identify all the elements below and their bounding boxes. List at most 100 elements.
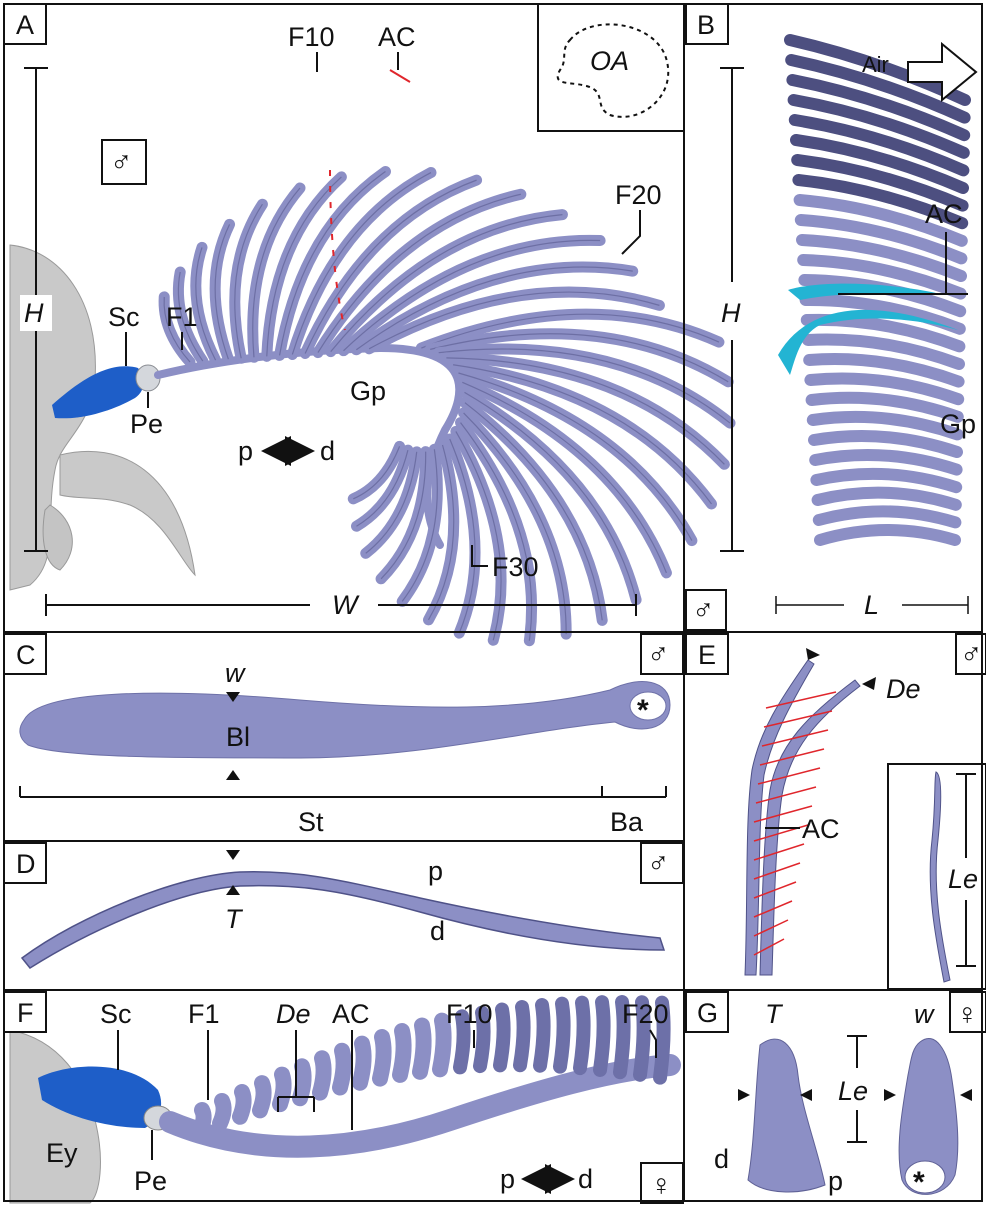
lamella-face-view bbox=[20, 682, 670, 758]
lamellae-female bbox=[170, 1002, 670, 1147]
hatch-line bbox=[756, 787, 816, 803]
male-symbol-c: ♂ bbox=[647, 638, 670, 671]
w-label: W bbox=[332, 590, 360, 620]
hatch-line bbox=[754, 863, 800, 879]
panel-letter-a: A bbox=[16, 10, 34, 40]
l-label: L bbox=[864, 590, 879, 620]
label-air: Air bbox=[862, 52, 889, 77]
panel-e: De AC Le ♂ E bbox=[686, 634, 986, 989]
panel-f: Ey Sc F1 De AC F10 F20 Pe p d ♀ F bbox=[4, 992, 683, 1203]
lamella-f bbox=[440, 1021, 444, 1070]
label-f1-f: F1 bbox=[188, 999, 220, 1029]
label-bl: Bl bbox=[226, 722, 250, 752]
lamella-f bbox=[360, 1044, 364, 1083]
lamella-f bbox=[400, 1031, 404, 1075]
lamella-f bbox=[560, 1004, 564, 1067]
label-ac-f: AC bbox=[332, 999, 370, 1029]
label-d-d: d bbox=[430, 916, 445, 946]
panel-letter-c: C bbox=[16, 640, 36, 670]
label-d-a: d bbox=[320, 436, 335, 466]
lamella-f bbox=[580, 1003, 584, 1068]
h-label-a: H bbox=[24, 298, 44, 328]
lamella-f bbox=[600, 1002, 604, 1070]
label-ac-e: AC bbox=[802, 814, 840, 844]
lamella-f bbox=[260, 1083, 264, 1110]
air-arrow bbox=[908, 44, 976, 100]
label-f1-a: F1 bbox=[166, 302, 198, 332]
female-symbol-g: ♀ bbox=[956, 998, 979, 1031]
lamellae-fan bbox=[164, 172, 730, 641]
panel-g: * T w Le d p ♀ G bbox=[686, 992, 986, 1199]
lamella-f bbox=[220, 1101, 224, 1123]
label-ey: Ey bbox=[46, 1138, 78, 1168]
lamella-side bbox=[819, 511, 956, 522]
label-f20-f: F20 bbox=[622, 999, 669, 1029]
label-d-f: d bbox=[578, 1164, 593, 1194]
label-t-g: T bbox=[765, 999, 784, 1029]
label-f10-a: F10 bbox=[288, 22, 335, 52]
lamella-f bbox=[380, 1037, 384, 1079]
label-gp-b: Gp bbox=[940, 409, 976, 439]
w-arrow-left-g bbox=[884, 1089, 896, 1101]
lamella-f bbox=[340, 1051, 344, 1088]
de-arrow-top bbox=[806, 648, 820, 660]
lamella-side bbox=[816, 474, 956, 487]
male-symbol-b: ♂ bbox=[692, 594, 715, 627]
lamella-f bbox=[540, 1005, 544, 1066]
label-f20-a: F20 bbox=[615, 180, 662, 210]
t-arrow-top bbox=[226, 850, 240, 860]
label-st: St bbox=[298, 807, 324, 837]
label-t-d: T bbox=[225, 904, 244, 934]
label-w-g: w bbox=[914, 999, 935, 1029]
label-f30-a: F30 bbox=[492, 552, 539, 582]
socket-g bbox=[905, 1161, 945, 1193]
label-p-a: p bbox=[238, 436, 253, 466]
label-pe-a: Pe bbox=[130, 409, 163, 439]
t-arrow-left-g bbox=[738, 1089, 750, 1101]
panel-b: Air AC Gp H L ♂ B bbox=[686, 4, 976, 630]
w-arrow-bottom bbox=[226, 770, 240, 780]
label-p-f: p bbox=[500, 1164, 515, 1194]
panel-letter-e: E bbox=[698, 640, 716, 670]
label-sc-a: Sc bbox=[108, 302, 140, 332]
lamella-f bbox=[300, 1066, 304, 1098]
female-symbol-f: ♀ bbox=[650, 1169, 673, 1202]
lamella-f bbox=[200, 1110, 204, 1130]
leader-f20-f bbox=[650, 1030, 656, 1058]
mandible bbox=[60, 451, 195, 575]
panel-c: * w Bl St Ba ♂ C bbox=[4, 634, 683, 837]
panel-letter-b: B bbox=[697, 10, 715, 40]
label-sc-f: Sc bbox=[100, 999, 132, 1029]
panel-d: T p d ♂ D bbox=[4, 843, 683, 968]
lamella-side bbox=[815, 455, 956, 470]
label-f10-f: F10 bbox=[446, 999, 493, 1029]
lamella-side-view bbox=[22, 872, 664, 968]
palp bbox=[43, 505, 72, 570]
label-ac-a: AC bbox=[378, 22, 416, 52]
label-de-f: De bbox=[276, 999, 311, 1029]
oa-label: OA bbox=[590, 46, 629, 76]
label-gp-a: Gp bbox=[350, 376, 386, 406]
lamella-f bbox=[280, 1075, 284, 1105]
label-le-g: Le bbox=[838, 1076, 868, 1106]
lamella-side bbox=[820, 530, 955, 540]
label-ba: Ba bbox=[610, 807, 644, 837]
panel-a: OA ♂ H W F10 AC F20 F1 Sc Pe Gp F30 p d bbox=[4, 4, 730, 641]
male-symbol-d: ♂ bbox=[647, 847, 670, 880]
label-ac-b: AC bbox=[925, 199, 963, 229]
lamella-f bbox=[420, 1026, 424, 1072]
lamella-side bbox=[818, 493, 956, 505]
lamella-f bbox=[500, 1010, 504, 1066]
label-w-c: w bbox=[225, 658, 246, 688]
label-p-d: p bbox=[428, 856, 443, 886]
de-arrow-bottom bbox=[862, 677, 876, 690]
label-de-e: De bbox=[886, 674, 921, 704]
panel-letter-f: F bbox=[17, 998, 34, 1028]
male-symbol-e: ♂ bbox=[960, 638, 983, 671]
w-arrow-right-g bbox=[960, 1089, 972, 1101]
lamella-g-side bbox=[748, 1039, 825, 1192]
label-d-g: d bbox=[714, 1144, 729, 1174]
label-p-g: p bbox=[828, 1166, 843, 1196]
